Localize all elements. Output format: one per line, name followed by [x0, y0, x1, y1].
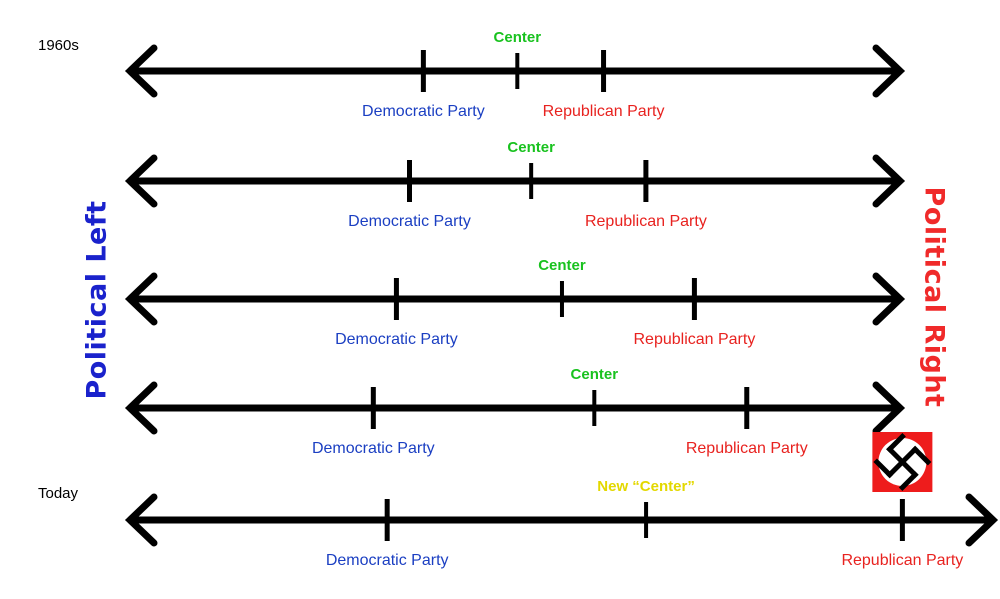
swastika-icon: [873, 433, 932, 491]
left-arrowhead: [124, 154, 158, 208]
left-arrowhead: [124, 493, 158, 547]
right-arrowhead: [872, 272, 906, 326]
new-center-label: New “Center”: [597, 478, 695, 495]
republican-label: Republican Party: [585, 213, 707, 230]
republican-label: Republican Party: [841, 552, 963, 569]
right-arrowhead: [872, 154, 906, 208]
republican-label: Republican Party: [543, 103, 665, 120]
democratic-label: Democratic Party: [312, 440, 435, 457]
period-label-today: Today: [38, 485, 79, 502]
period-label-1960s: 1960s: [38, 37, 79, 54]
democratic-label: Democratic Party: [362, 103, 485, 120]
right-arrowhead: [872, 381, 906, 435]
center-label: Center: [507, 139, 555, 156]
republican-label: Republican Party: [686, 440, 808, 457]
left-arrowhead: [124, 381, 158, 435]
symbol-stroke: [898, 471, 919, 491]
symbol-stroke: [886, 433, 906, 453]
left-arrowhead: [124, 44, 158, 98]
right-arrowhead: [872, 44, 906, 98]
symbol-stroke: [886, 445, 919, 479]
center-label: Center: [571, 366, 619, 383]
republican-label: Republican Party: [633, 331, 755, 348]
democratic-label: Democratic Party: [348, 213, 471, 230]
left-arrowhead: [124, 272, 158, 326]
symbol-stroke: [873, 458, 894, 479]
democratic-label: Democratic Party: [335, 331, 458, 348]
center-label: Center: [494, 29, 542, 46]
democratic-label: Democratic Party: [326, 552, 449, 569]
symbol-stroke: [911, 445, 932, 466]
right-arrowhead: [965, 493, 999, 547]
center-label: Center: [538, 257, 586, 274]
